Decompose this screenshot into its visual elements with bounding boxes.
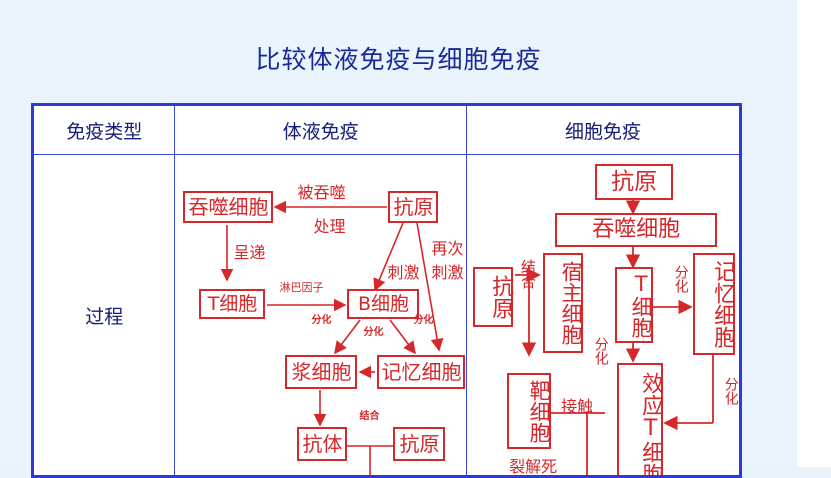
humoral-node-memory-cell: 记忆细胞 (377, 355, 466, 389)
label-differentiate-1: 分化 (311, 315, 332, 326)
humoral-node-antigen-2: 抗原 (393, 427, 446, 461)
label-restimulate-2: 刺激 (431, 263, 464, 282)
label-stimulate: 刺激 (387, 263, 420, 282)
cellular-node-antigen-left: 抗原 (473, 267, 514, 327)
humoral-node-antigen: 抗原 (388, 191, 439, 223)
header-cellular-immunity: 细胞免疫 (466, 104, 741, 155)
cellular-arrows (515, 200, 715, 475)
slide-title: 比较体液免疫与细胞免疫 (255, 45, 542, 74)
row-label-process: 过程 (31, 154, 176, 477)
header-immunity-type: 免疫类型 (31, 104, 176, 155)
label-bind: 结合 (359, 411, 380, 422)
label-differentiate-2: 分化 (363, 327, 384, 338)
cellular-node-t-cell: T细胞 (615, 267, 654, 343)
arrow-bcell-to-memory (389, 319, 417, 355)
cellular-node-memory-cell: 记忆细胞 (693, 253, 736, 355)
cellular-diagram-cell: 抗原 吞噬细胞 抗原 宿主细胞 T细胞 记忆细胞 靶细胞 效应T细胞 结合 分化… (466, 154, 741, 477)
humoral-node-phagocyte: 吞噬细胞 (183, 191, 274, 223)
humoral-node-antibody: 抗体 (297, 427, 348, 461)
label-lymphokine: 淋巴因子 (279, 281, 324, 294)
label-process: 处理 (313, 217, 346, 236)
label-contact: 接触 (561, 397, 594, 416)
comparison-table: 免疫类型 体液免疫 细胞免疫 过程 (31, 103, 742, 478)
label-differentiate-3: 分化 (722, 377, 739, 405)
humoral-node-b-cell: B细胞 (347, 289, 420, 319)
label-lysis: 裂解死 (509, 457, 558, 475)
label-bind: 结合 (518, 259, 537, 289)
label-differentiate-2: 分化 (592, 337, 609, 365)
cellular-node-phagocyte: 吞噬细胞 (555, 213, 718, 247)
cellular-node-target-cell: 靶细胞 (507, 373, 552, 449)
process-row: 过程 (31, 154, 741, 477)
label-differentiate-3: 分化 (413, 315, 434, 326)
cellular-node-host-cell: 宿主细胞 (543, 253, 584, 353)
header-row: 免疫类型 体液免疫 细胞免疫 (31, 104, 741, 155)
label-restimulate-1: 再次 (431, 239, 464, 258)
right-margin (797, 0, 831, 467)
arrow-antigen-to-memory (416, 222, 444, 352)
arrow-antigen-to-bcell (373, 222, 405, 292)
humoral-diagram: 吞噬细胞 抗原 T细胞 B细胞 浆细胞 记忆细胞 抗体 抗原 被吞噬 处理 呈递… (175, 155, 466, 475)
header-humoral-immunity: 体液免疫 (174, 104, 468, 155)
humoral-diagram-cell: 吞噬细胞 抗原 T细胞 B细胞 浆细胞 记忆细胞 抗体 抗原 被吞噬 处理 呈递… (174, 154, 468, 477)
humoral-node-plasma-cell: 浆细胞 (285, 355, 358, 389)
cellular-diagram: 抗原 吞噬细胞 抗原 宿主细胞 T细胞 记忆细胞 靶细胞 效应T细胞 结合 分化… (467, 155, 739, 475)
label-differentiate-1: 分化 (672, 265, 689, 293)
humoral-node-t-cell: T细胞 (199, 289, 266, 319)
cellular-node-antigen-top: 抗原 (595, 164, 674, 200)
label-engulfed: 被吞噬 (297, 183, 346, 202)
label-present: 呈递 (233, 243, 266, 262)
cellular-node-effector-t-cell: 效应T细胞 (617, 363, 664, 475)
arrow-bcell-to-plasma (334, 319, 362, 355)
